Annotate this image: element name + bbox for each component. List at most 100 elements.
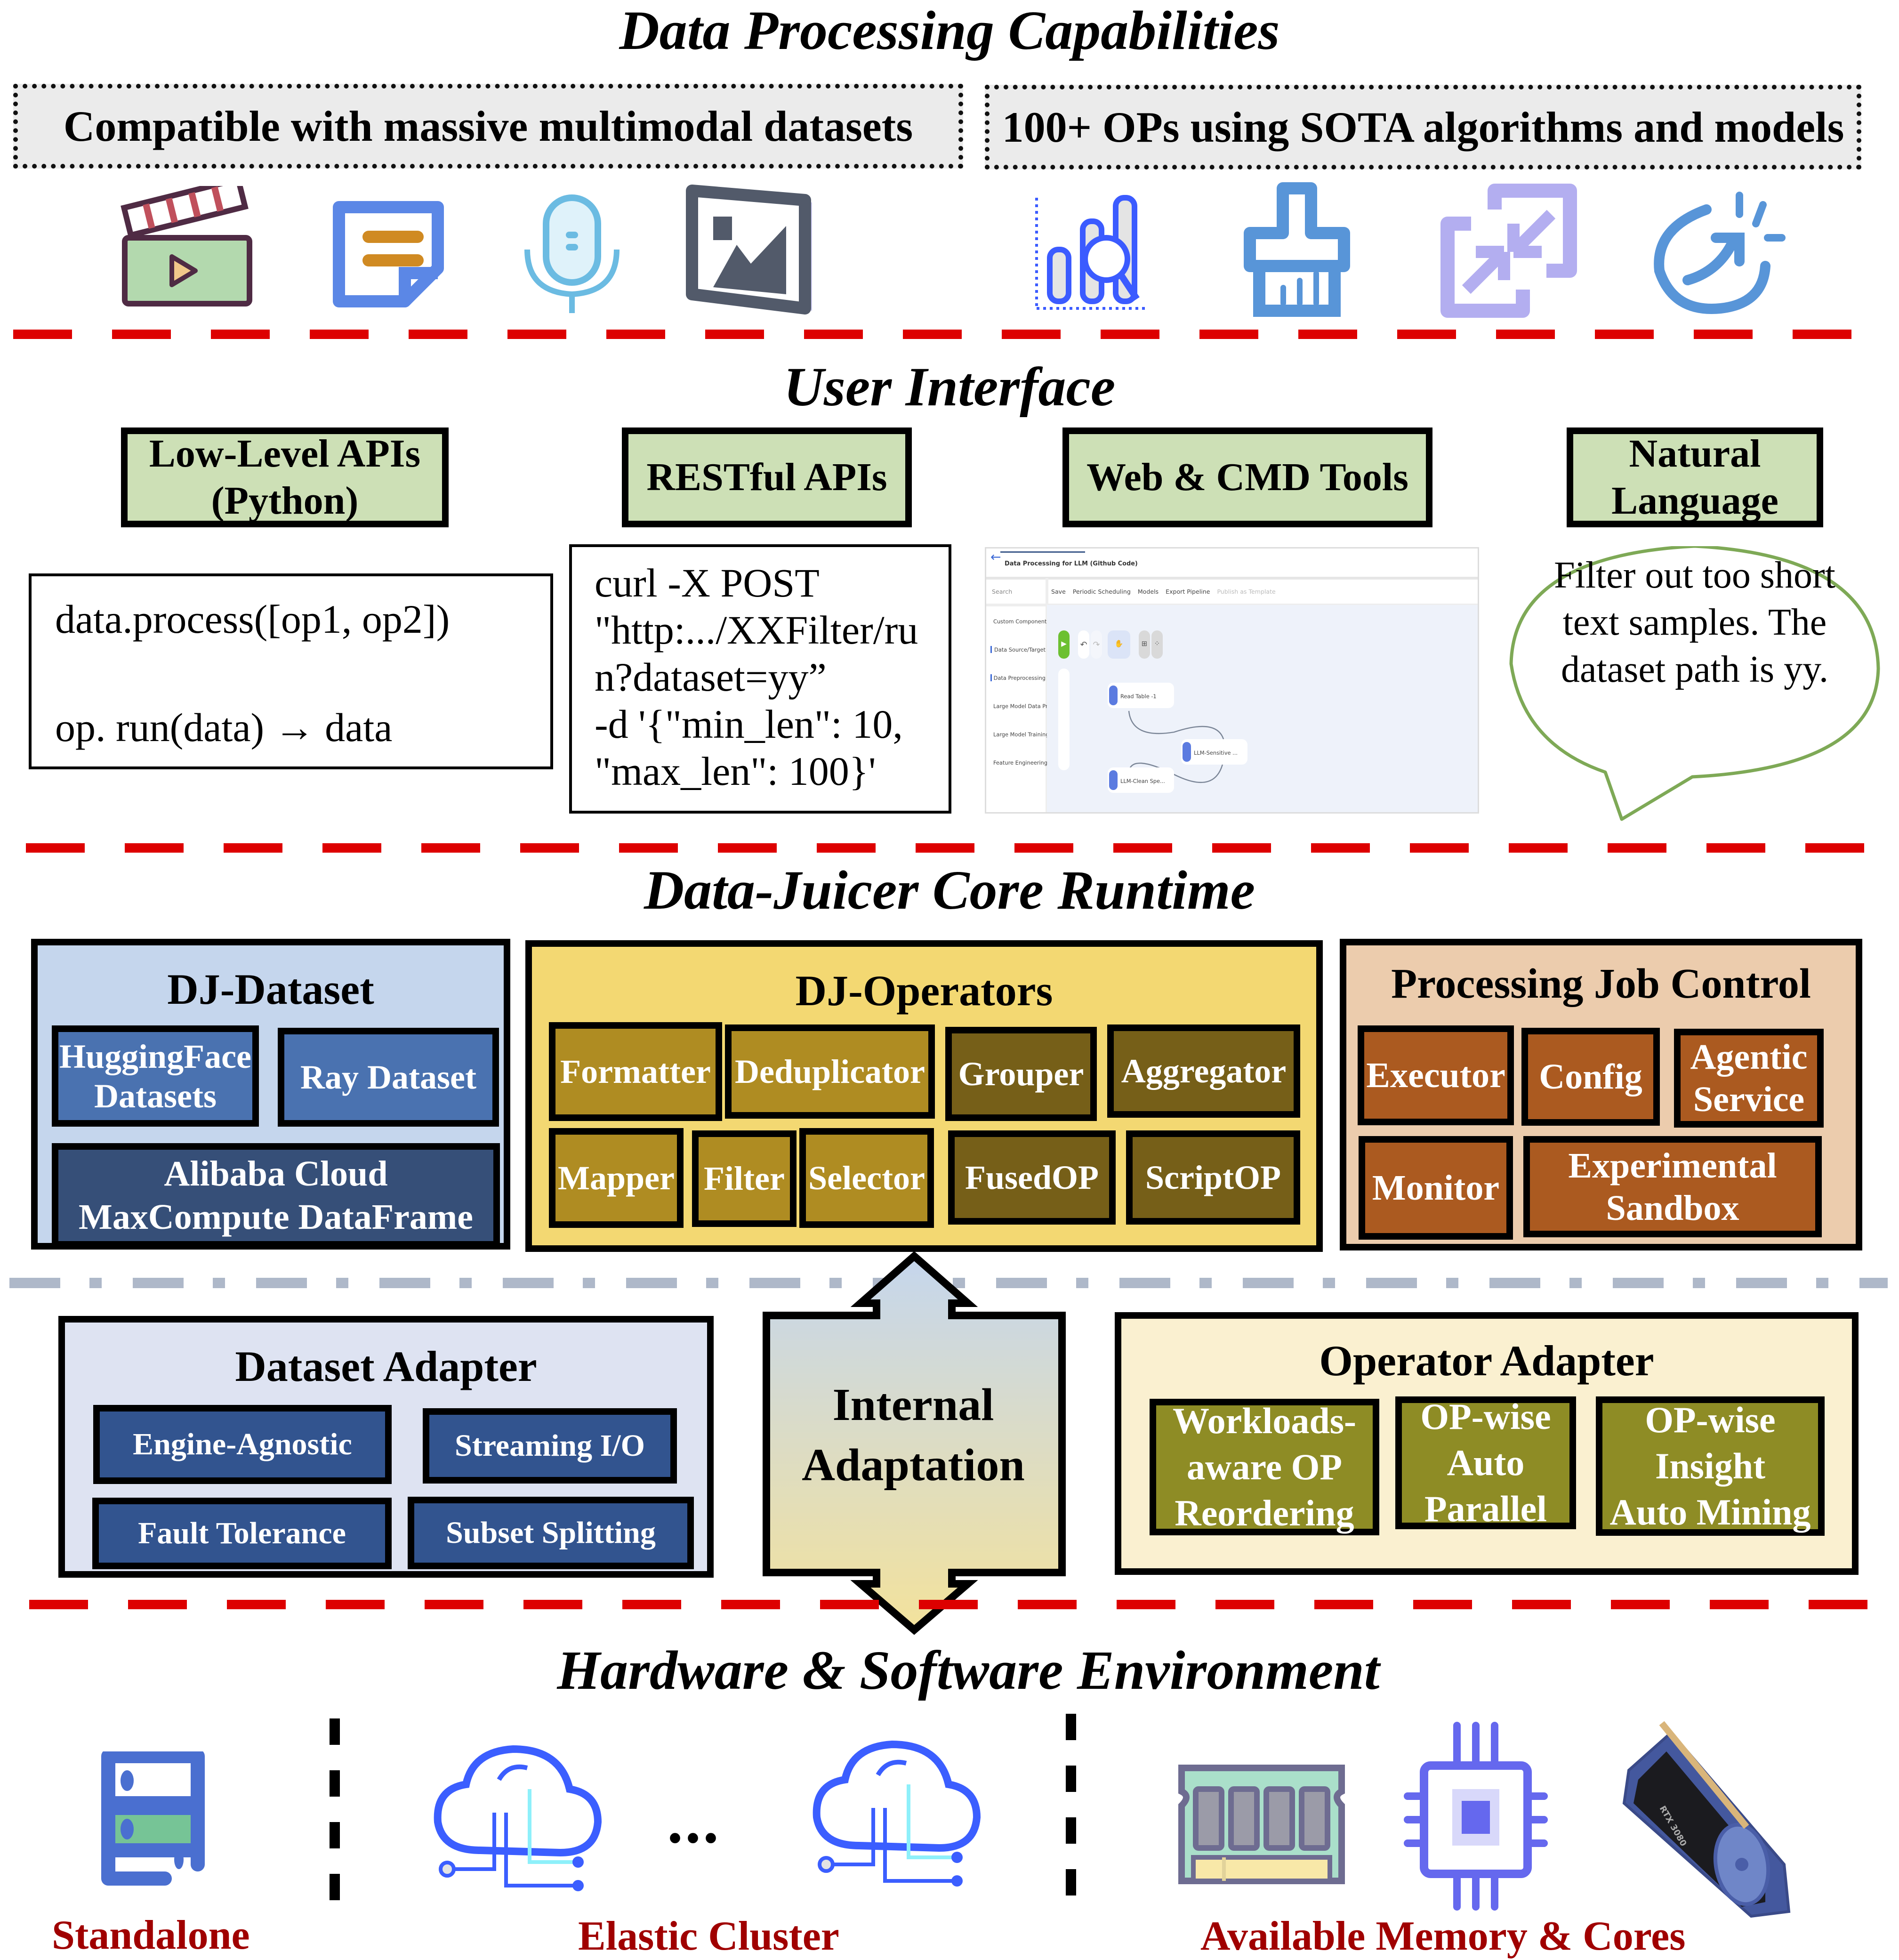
multimodal-datasets-box: Compatible with massive multimodal datas… — [13, 84, 963, 169]
periodic-scheduling-button[interactable]: Periodic Scheduling — [1072, 587, 1131, 595]
op-filter: Filter — [692, 1130, 797, 1227]
cloud-cluster-icon — [434, 1745, 602, 1891]
folder-item[interactable]: Custom Components — [986, 606, 1050, 635]
op-deduplicator: Deduplicator — [725, 1024, 935, 1119]
code-line: "http:.../XXFilter/ru — [595, 607, 918, 653]
dataset-adapter-panel: Dataset Adapter Engine-Agnostic Streamin… — [58, 1316, 714, 1578]
fault-tolerance-chip: Fault Tolerance — [92, 1498, 392, 1569]
chart-analysis-icon — [1035, 195, 1149, 310]
natural-language-prompt: Filter out too short text samples. The d… — [1554, 555, 1835, 690]
section-title-user-interface: User Interface — [783, 356, 1116, 418]
gpu-card-icon: RTX 3080 — [1622, 1721, 1791, 1918]
pan-tool-icon[interactable]: ✋ — [1108, 630, 1130, 659]
panel-title: Processing Job Control — [1391, 960, 1811, 1007]
redo-icon[interactable]: ↷ — [1091, 630, 1102, 659]
undo-icon[interactable]: ↶ — [1078, 630, 1089, 659]
executor-chip: Executor — [1358, 1025, 1514, 1125]
agentic-service-chip: Agentic Service — [1674, 1029, 1824, 1128]
folder-item[interactable]: Large Model Data Prep... — [986, 691, 1060, 719]
header-web-cmd-tools: Web & CMD Tools — [1062, 427, 1432, 527]
compress-icon — [1440, 184, 1577, 318]
chip-line: aware OP — [1187, 1446, 1342, 1487]
dj-dataset-panel: DJ-Dataset HuggingFace Datasets Ray Data… — [31, 939, 510, 1250]
folder-label: Large Model Training a... — [993, 730, 1059, 737]
chip-line: Auto — [1447, 1442, 1525, 1483]
web-tool-screenshot: ← Data Processing for LLM (Github Code) … — [985, 547, 1479, 814]
python-api-example: data.process([op1, op2]) op. run(data) →… — [29, 573, 553, 769]
layout-icon[interactable]: ⁘ — [1151, 630, 1163, 659]
header-line: RESTful APIs — [646, 455, 887, 499]
folder-label: Custom Components — [993, 617, 1050, 624]
publish-template-button[interactable]: Publish as Template — [1217, 587, 1276, 595]
save-button[interactable]: Save — [1051, 587, 1066, 595]
code-line: curl -X POST — [595, 560, 820, 605]
node-label: LLM-Sensitive ... — [1194, 748, 1238, 756]
op-mapper: Mapper — [549, 1128, 684, 1228]
folder-item[interactable]: Data Source/Target — [986, 635, 1046, 663]
ellipsis: ••• — [668, 1818, 723, 1859]
models-button[interactable]: Models — [1137, 587, 1159, 595]
image-icon — [686, 185, 812, 315]
folder-label: Data Preprocessing — [993, 673, 1046, 681]
node-label: Read Table -1 — [1120, 692, 1157, 699]
add-group-icon[interactable]: ⊞ — [1139, 630, 1150, 659]
code-line: op. run(data) → data — [55, 705, 393, 750]
folder-label: Large Model Data Prep... — [993, 702, 1060, 709]
memory-cores-label: Available Memory & Cores — [1200, 1913, 1686, 1959]
maxcompute-dataframe-chip: Alibaba Cloud MaxCompute DataFrame — [52, 1143, 500, 1248]
folder-item[interactable]: Data Preprocessing — [986, 663, 1046, 691]
folder-label: Data Source/Target — [994, 645, 1046, 653]
tab-bar: ← Data Processing for LLM (Github Code) — [986, 548, 1478, 580]
code-line: -d '{"min_len": 10, — [595, 702, 903, 747]
experimental-sandbox-chip: Experimental Sandbox — [1523, 1136, 1822, 1237]
standalone-label: Standalone — [52, 1912, 250, 1958]
pipeline-tab[interactable]: Data Processing for LLM (Github Code) — [1000, 551, 1138, 577]
internal-adaptation-arrow — [763, 1251, 1066, 1635]
op-selector: Selector — [799, 1128, 934, 1228]
panel-title: Dataset Adapter — [235, 1342, 537, 1390]
chip-line: Parallel — [1424, 1488, 1547, 1529]
restful-api-example: curl -X POST "http:.../XXFilter/ru n?dat… — [569, 544, 951, 814]
internal-adaptation-label: Internal Adaptation — [767, 1375, 1059, 1495]
vertical-divider — [1066, 1714, 1076, 1921]
text-document-icon — [333, 201, 444, 307]
chip-line: OP-wise — [1645, 1399, 1776, 1440]
header-line: Low-Level APIs — [149, 432, 421, 476]
folder-item[interactable]: Feature Engineering — [986, 748, 1047, 776]
component-sidebar: Search Custom Components Data Source/Tar… — [986, 578, 1060, 812]
op-grouper: Grouper — [945, 1027, 1097, 1121]
pipeline-edges — [1128, 710, 1224, 783]
folder-item[interactable]: Large Model Training a... — [986, 719, 1059, 748]
config-chip: Config — [1521, 1028, 1660, 1126]
header-low-level-apis: Low-Level APIs(Python) — [121, 427, 449, 527]
export-pipeline-button[interactable]: Export Pipeline — [1166, 587, 1210, 595]
sota-ops-box: 100+ OPs using SOTA algorithms and model… — [985, 85, 1861, 169]
back-arrow-icon[interactable]: ← — [990, 551, 1001, 565]
section-title-core-runtime: Data-Juicer Core Runtime — [644, 859, 1255, 921]
op-fusedop: FusedOP — [948, 1130, 1116, 1225]
dj-operators-panel: DJ-Operators Formatter Deduplicator Grou… — [525, 940, 1323, 1252]
label-line: Adaptation — [802, 1440, 1025, 1491]
panel-title: DJ-Dataset — [167, 965, 374, 1013]
vertical-divider — [330, 1718, 340, 1921]
huggingface-datasets-chip: HuggingFace Datasets — [52, 1025, 259, 1127]
chip-line: OP-wise — [1420, 1396, 1551, 1437]
pipeline-node[interactable]: LLM-Clean Spe... — [1108, 767, 1174, 793]
speech-bubble — [1509, 546, 1880, 821]
pipeline-node[interactable]: LLM-Sensitive ... — [1181, 739, 1247, 765]
chip-line: Insight — [1655, 1445, 1766, 1486]
zoom-controls[interactable] — [1058, 669, 1070, 770]
code-line: n?dataset=yy” — [595, 654, 827, 700]
pipeline-node[interactable]: Read Table -1 — [1108, 683, 1174, 708]
header-line: (Python) — [211, 479, 359, 523]
run-button[interactable]: ▶ — [1058, 630, 1070, 659]
job-control-panel: Processing Job Control Executor Config A… — [1340, 939, 1862, 1250]
op-formatter: Formatter — [549, 1022, 722, 1121]
microphone-icon — [524, 194, 620, 313]
search-input[interactable]: Search — [986, 578, 1046, 606]
section-title-environment: Hardware & Software Environment — [557, 1639, 1380, 1701]
streaming-io-chip: Streaming I/O — [423, 1408, 677, 1484]
